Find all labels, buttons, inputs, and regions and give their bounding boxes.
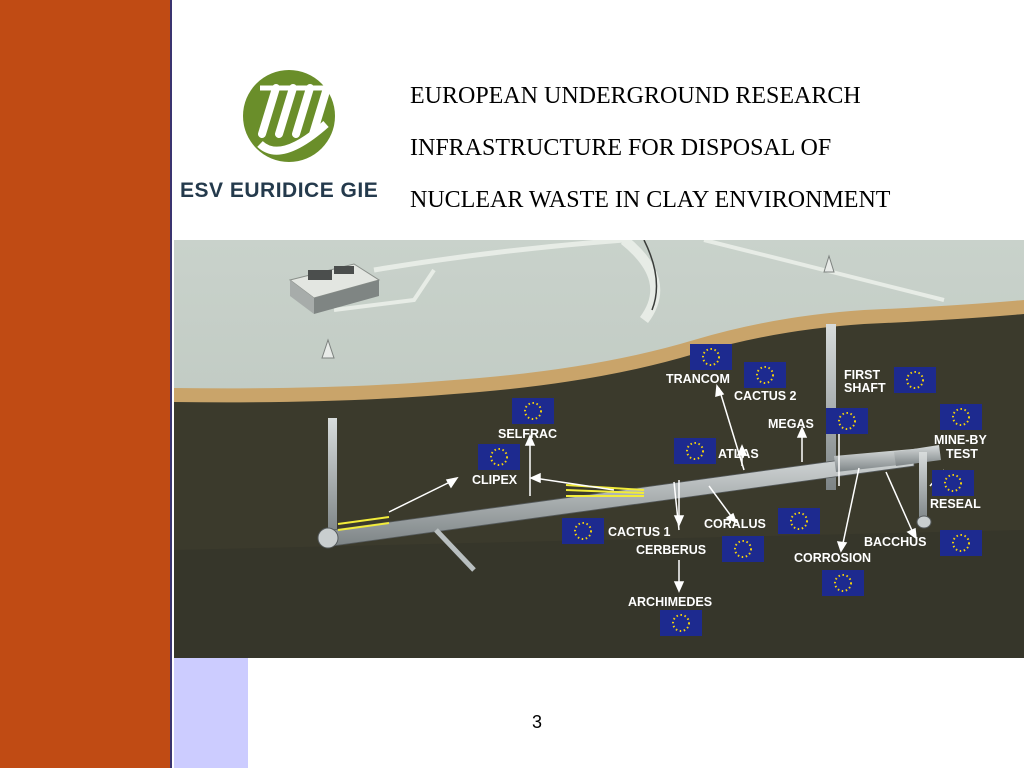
label-clipex: CLIPEX (472, 473, 518, 487)
logo-text: ESV EURIDICE GIE (180, 179, 379, 202)
label-reseal: RESEAL (930, 497, 981, 511)
label-arrows (388, 384, 945, 593)
label-selfrac: SELFRAC (498, 427, 557, 441)
first-shaft (826, 324, 836, 490)
label-first-shaft-2: SHAFT (844, 381, 886, 395)
label-first-shaft-1: FIRST (844, 368, 880, 382)
label-coralus: CORALUS (704, 517, 766, 531)
left-sidebar (0, 0, 172, 768)
label-bacchus: BACCHUS (864, 535, 927, 549)
path-to-building (333, 268, 436, 312)
road-curve (373, 240, 625, 273)
page-title: EUROPEAN UNDERGROUND RESEARCH INFRASTRUC… (410, 70, 1010, 226)
inclined-borehole (434, 528, 476, 572)
label-cactus-1: CACTUS 1 (608, 525, 671, 539)
road-edge (643, 240, 658, 311)
title-line-3: NUCLEAR WASTE IN CLAY ENVIRONMENT (410, 187, 891, 213)
label-trancom: TRANCOM (666, 372, 730, 386)
test-end (916, 515, 932, 529)
label-cactus-2: CACTUS 2 (734, 389, 797, 403)
label-mine-by-2: TEST (946, 447, 978, 461)
euridice-logo-icon (243, 70, 335, 162)
road (620, 240, 661, 323)
mine-by-shaft (919, 452, 927, 522)
lower-clay (174, 530, 1024, 658)
yellow-boreholes (337, 484, 645, 531)
underground-facility-diagram: TRANCOM CACTUS 2 FIRST SHAFT MEGAS MINE-… (174, 240, 1024, 658)
surface-building (288, 263, 381, 314)
label-cerberus: CERBERUS (636, 543, 706, 557)
gallery-end (317, 527, 339, 549)
label-atlas: ATLAS (718, 447, 759, 461)
test-drift (894, 445, 941, 466)
label-archimedes: ARCHIMEDES (628, 595, 712, 609)
lavender-accent-block (174, 658, 248, 768)
label-corrosion: CORROSION (794, 551, 871, 565)
page-number: 3 (532, 712, 543, 732)
title-line-1: EUROPEAN UNDERGROUND RESEARCH (410, 83, 861, 109)
title-line-2: INFRASTRUCTURE FOR DISPOSAL OF (410, 135, 832, 161)
field-boundary (703, 240, 945, 302)
label-megas: MEGAS (768, 417, 814, 431)
second-shaft (328, 418, 337, 536)
label-mine-by-1: MINE-BY (934, 433, 987, 447)
headframe-icon (321, 254, 835, 359)
